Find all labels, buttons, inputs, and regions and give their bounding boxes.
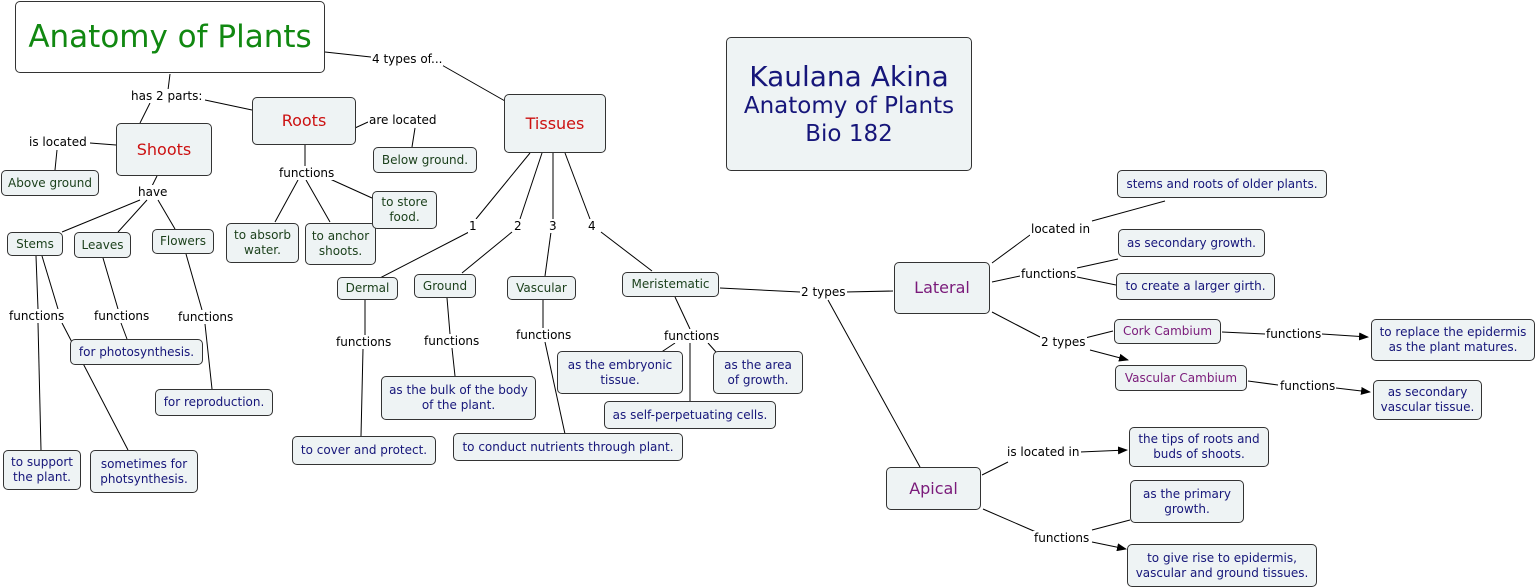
node-area-of-growth[interactable]: as the area of growth. bbox=[713, 351, 803, 394]
node-for-reproduction[interactable]: for reproduction. bbox=[155, 389, 273, 416]
label-tissue-2: 2 bbox=[513, 219, 523, 233]
label-flowers-functions: functions bbox=[177, 310, 235, 324]
label-have: have bbox=[137, 185, 169, 199]
label-are-located: are located bbox=[368, 113, 438, 127]
label-stems-functions: functions bbox=[8, 309, 66, 323]
node-embryonic-tissue[interactable]: as the embryonic tissue. bbox=[557, 351, 683, 394]
label-vascular-cambium-functions: functions bbox=[1279, 379, 1337, 393]
node-secondary-growth[interactable]: as secondary growth. bbox=[1118, 229, 1265, 257]
node-tips-roots-buds[interactable]: the tips of roots and buds of shoots. bbox=[1129, 427, 1269, 467]
node-vascular-cambium[interactable]: Vascular Cambium bbox=[1115, 365, 1247, 391]
node-to-support-the-plant[interactable]: to support the plant. bbox=[3, 450, 81, 490]
node-cork-cambium[interactable]: Cork Cambium bbox=[1114, 319, 1221, 344]
label-lateral-2-types: 2 types bbox=[1040, 335, 1087, 349]
node-sometimes-photosynthesis[interactable]: sometimes for photsynthesis. bbox=[90, 450, 198, 493]
author-course: Bio 182 bbox=[805, 120, 893, 147]
label-tissue-3: 3 bbox=[548, 219, 558, 233]
node-flowers[interactable]: Flowers bbox=[152, 229, 214, 254]
node-vascular[interactable]: Vascular bbox=[507, 276, 576, 300]
label-dermal-functions: functions bbox=[335, 335, 393, 349]
node-dermal[interactable]: Dermal bbox=[337, 277, 398, 300]
node-meristematic[interactable]: Meristematic bbox=[622, 272, 719, 297]
label-cork-functions: functions bbox=[1265, 327, 1323, 341]
label-4-types-of: 4 types of... bbox=[371, 52, 444, 66]
node-below-ground[interactable]: Below ground. bbox=[373, 147, 477, 173]
label-apical-functions: functions bbox=[1033, 531, 1091, 545]
node-shoots[interactable]: Shoots bbox=[116, 123, 212, 176]
node-stems[interactable]: Stems bbox=[7, 232, 63, 256]
node-apical[interactable]: Apical bbox=[886, 467, 981, 510]
label-leaves-functions: functions bbox=[93, 309, 151, 323]
label-ground-functions: functions bbox=[423, 334, 481, 348]
node-roots[interactable]: Roots bbox=[252, 97, 356, 145]
author-info-box: Kaulana Akina Anatomy of Plants Bio 182 bbox=[726, 37, 972, 171]
label-is-located: is located bbox=[28, 135, 88, 149]
node-self-perpetuating[interactable]: as self-perpetuating cells. bbox=[604, 401, 776, 429]
label-tissue-4: 4 bbox=[587, 219, 597, 233]
label-meristematic-functions: functions bbox=[663, 329, 721, 343]
author-subject: Anatomy of Plants bbox=[743, 93, 955, 120]
node-cover-and-protect[interactable]: to cover and protect. bbox=[292, 436, 436, 465]
label-has-2-parts: has 2 parts: bbox=[130, 89, 204, 103]
author-name: Kaulana Akina bbox=[749, 59, 949, 93]
label-roots-functions: functions bbox=[278, 166, 336, 180]
label-is-located-in: is located in bbox=[1006, 445, 1081, 459]
node-give-rise[interactable]: to give rise to epidermis, vascular and … bbox=[1127, 544, 1317, 587]
title-node: Anatomy of Plants bbox=[15, 1, 325, 73]
node-secondary-vascular-tissue[interactable]: as secondary vascular tissue. bbox=[1373, 380, 1482, 420]
node-to-absorb-water[interactable]: to absorb water. bbox=[226, 223, 299, 263]
node-for-photosynthesis[interactable]: for photosynthesis. bbox=[70, 339, 203, 365]
node-tissues[interactable]: Tissues bbox=[504, 94, 606, 153]
node-above-ground[interactable]: Above ground bbox=[1, 170, 99, 196]
node-leaves[interactable]: Leaves bbox=[74, 232, 131, 258]
label-located-in: located in bbox=[1030, 222, 1092, 236]
label-vascular-functions: functions bbox=[515, 328, 573, 342]
node-bulk-of-plant[interactable]: as the bulk of the body of the plant. bbox=[381, 376, 536, 420]
label-lateral-functions: functions bbox=[1020, 267, 1078, 281]
node-to-store-food[interactable]: to store food. bbox=[372, 191, 437, 229]
label-tissue-1: 1 bbox=[468, 219, 478, 233]
node-lateral[interactable]: Lateral bbox=[894, 262, 990, 314]
node-primary-growth[interactable]: as the primary growth. bbox=[1130, 480, 1244, 523]
node-stems-roots-older[interactable]: stems and roots of older plants. bbox=[1117, 170, 1327, 198]
node-ground[interactable]: Ground bbox=[414, 274, 476, 298]
node-larger-girth[interactable]: to create a larger girth. bbox=[1116, 273, 1275, 300]
node-replace-epidermis[interactable]: to replace the epidermis as the plant ma… bbox=[1371, 319, 1535, 361]
node-to-anchor-shoots[interactable]: to anchor shoots. bbox=[305, 223, 376, 265]
node-conduct-nutrients[interactable]: to conduct nutrients through plant. bbox=[453, 433, 683, 461]
label-2-types: 2 types bbox=[800, 285, 847, 299]
